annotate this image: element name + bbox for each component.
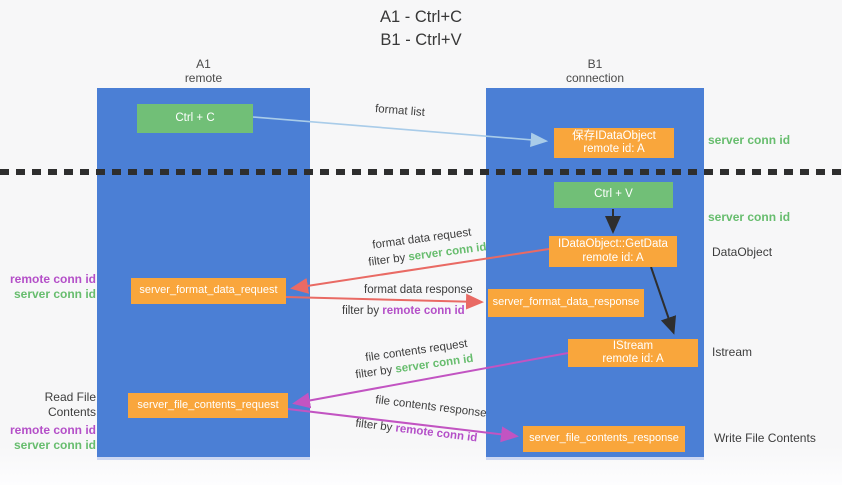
format-conn-id-labels: remote conn id server conn id — [0, 272, 96, 302]
title-line-b1: B1 - Ctrl+V — [380, 31, 462, 49]
label-format-list: format list — [374, 103, 426, 119]
label-write-file-contents: Write File Contents — [714, 431, 816, 445]
ctrl-v-label: Ctrl + V — [594, 188, 633, 201]
filter-by-text: filter by — [367, 251, 407, 269]
istream-line1: IStream — [612, 339, 654, 352]
remote-conn-id-text: remote conn id — [394, 422, 478, 445]
label-remote-conn-id-format: remote conn id — [9, 272, 96, 286]
istream-line2: remote id: A — [602, 353, 664, 365]
node-istream: IStream remote id: A — [568, 339, 698, 367]
label-server-conn-id-mid: server conn id — [708, 210, 791, 224]
node-ctrl-v: Ctrl + V — [554, 182, 673, 208]
node-server-file-contents-response: server_file_contents_response — [523, 426, 685, 452]
file-conn-id-labels: Read File Contents remote conn id server… — [0, 390, 96, 453]
diagram-title: A1 - Ctrl+C B1 - Ctrl+V — [0, 6, 842, 52]
label-format-data-response: format data response — [364, 284, 473, 296]
server-format-data-request-label: server_format_data_request — [139, 284, 278, 297]
label-server-conn-id-format: server conn id — [13, 287, 96, 301]
lane-a-subtitle: remote — [184, 71, 223, 85]
filter-by-text: filter by — [354, 364, 394, 382]
ctrl-c-label: Ctrl + C — [175, 111, 215, 124]
label-dataobject: DataObject — [712, 245, 773, 259]
filter-by-text: filter by — [342, 305, 380, 317]
label-read-file-contents: Read File Contents — [44, 390, 96, 419]
lane-b-name: B1 — [587, 57, 603, 71]
lane-b-subtitle: connection — [565, 71, 625, 85]
title-line-a1: A1 - Ctrl+C — [379, 8, 463, 26]
lane-b-header: B1 connection — [486, 57, 704, 85]
filter-by-text: filter by — [354, 417, 393, 434]
server-file-contents-response-label: server_file_contents_response — [529, 432, 679, 445]
save-idataobject-line1: 保存IDataObject — [572, 129, 656, 142]
node-server-file-contents-request: server_file_contents_request — [128, 393, 288, 418]
lane-a-name: A1 — [196, 57, 211, 71]
label-file-contents-response: file contents response — [374, 394, 488, 420]
label-server-conn-id-file: server conn id — [13, 438, 96, 452]
getdata-line1: IDataObject::GetData — [558, 238, 668, 250]
node-server-format-data-response: server_format_data_response — [488, 289, 644, 317]
label-remote-conn-id-file: remote conn id — [9, 423, 96, 437]
node-server-format-data-request: server_format_data_request — [131, 278, 286, 304]
label-filter-by-remote-2: filter by remote conn id — [355, 418, 478, 445]
node-save-idataobject: 保存IDataObject remote id: A — [554, 128, 674, 158]
save-idataobject-line2: remote id: A — [583, 143, 645, 155]
label-filter-by-remote-1: filter by remote conn id — [342, 305, 465, 317]
node-idataobject-getdata: IDataObject::GetData remote id: A — [549, 236, 677, 267]
session-divider-line — [0, 169, 842, 175]
getdata-line2: remote id: A — [582, 251, 644, 264]
node-ctrl-c: Ctrl + C — [137, 104, 253, 133]
server-file-contents-request-label: server_file_contents_request — [137, 398, 279, 411]
remote-conn-id-text: remote conn id — [382, 305, 465, 317]
server-format-data-response-label: server_format_data_response — [492, 296, 640, 309]
label-server-conn-id-top: server conn id — [708, 133, 791, 147]
lane-a-header: A1 remote — [97, 57, 310, 85]
arrow-format-data-response — [285, 293, 484, 310]
label-istream: Istream — [712, 345, 753, 359]
